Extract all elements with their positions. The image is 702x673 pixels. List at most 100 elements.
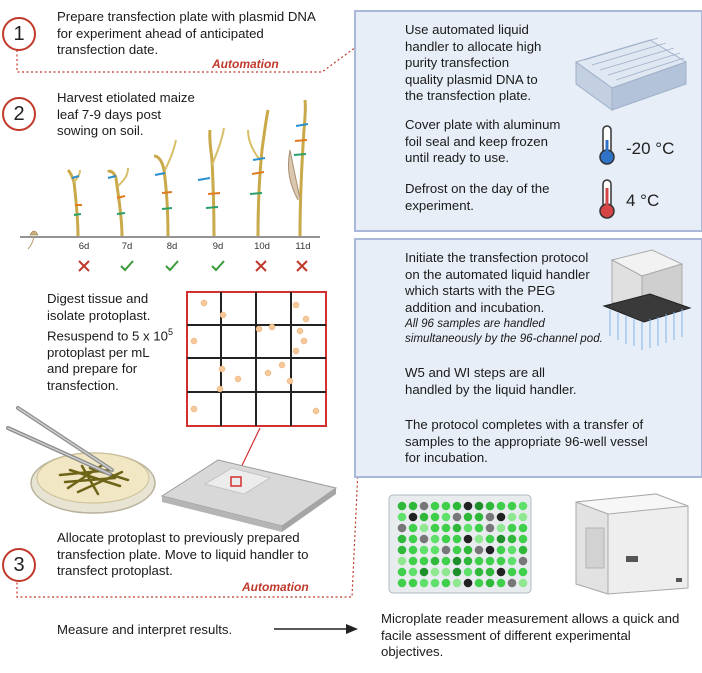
plate-well [397,567,407,577]
text-line: which starts with the PEG [405,283,556,298]
deep-well-plate-illustration [574,37,688,111]
day-label: 8d [166,241,178,252]
plate-well [485,501,495,511]
plate-well [496,578,506,588]
plate-well [485,534,495,544]
text-line: and prepare for [47,361,138,377]
plate-reader-instrument-illustration [575,493,689,595]
text-line: sowing on soil. [57,123,144,138]
text-line: until ready to use. [405,150,510,165]
plate-well [518,512,528,522]
plate-well [397,523,407,533]
plate-well [463,523,473,533]
plate-well [408,578,418,588]
cross-icon [255,260,267,272]
panel-bottom-text-1: Initiate the transfection protocol on th… [405,250,603,346]
text-line: on the automated liquid handler [405,266,590,282]
plate-well [518,534,528,544]
plate-well [507,501,517,511]
panel-bottom-text-2: W5 and WI steps are all handled by the l… [405,365,577,398]
plate-well [441,545,451,555]
plate-well [463,501,473,511]
plate-well [518,501,528,511]
text-line: leaf 7-9 days post [57,106,162,122]
cross-icon [296,260,308,272]
plate-well [474,534,484,544]
step-2-text: Harvest etiolated maize leaf 7-9 days po… [57,90,195,140]
text-segment: Resuspend to 5 x 10 [47,328,168,344]
text-line: isolate protoplast. [47,307,151,323]
plate-well [419,578,429,588]
text-line: handled by the liquid handler. [405,381,577,397]
text-line: Prepare transfection plate with plasmid … [57,9,316,24]
text-line: transfect protoplast. [57,563,173,578]
text-line: samples to the appropriate 96-well vesse… [405,433,648,449]
plate-well [474,501,484,511]
text-line: transfection plate. Move to liquid handl… [57,546,309,562]
plate-well [496,567,506,577]
plate-well [474,556,484,566]
plate-well [452,534,462,544]
text-line: Resuspend to 5 x 105 [47,324,173,345]
plate-well [408,567,418,577]
text-line: quality plasmid DNA to [405,71,538,87]
day-label: 9d [212,241,224,252]
automation-label-top: Automation [212,57,279,71]
plate-well [441,578,451,588]
thermometer-warm-icon [599,179,615,219]
plate-well [507,578,517,588]
plate-well [430,545,440,555]
temperature-cold: -20 °C [626,139,675,158]
plate-well [430,534,440,544]
plate-well [419,501,429,511]
microplate-96-well-illustration [388,494,532,594]
text-line: addition and incubation. [405,299,545,315]
plate-well [474,523,484,533]
plate-well [496,556,506,566]
plate-well [507,523,517,533]
plate-well [408,501,418,511]
digest-text: Digest tissue and isolate protoplast. Re… [47,291,173,394]
text-line: Harvest etiolated maize [57,90,195,105]
plate-well [419,523,429,533]
panel-top-text-3: Defrost on the day of the experiment. [405,181,549,214]
plate-well [397,578,407,588]
text-line: W5 and WI steps are all [405,365,545,380]
panel-top-text-2: Cover plate with aluminum foil seal and … [405,117,560,167]
plate-well [452,578,462,588]
text-line: for experiment ahead of anticipated [57,25,264,41]
plate-well [485,556,495,566]
plate-well [397,545,407,555]
text-line: Digest tissue and [47,291,149,306]
day-label: 10d [254,241,270,252]
text-line: Allocate protoplast to previously prepar… [57,530,300,545]
cross-icon [78,260,90,272]
plate-well [419,556,429,566]
plate-well [474,512,484,522]
plate-well [496,534,506,544]
superscript: 5 [167,327,173,337]
panel-bottom-text-3: The protocol completes with a transfer o… [405,417,648,467]
plate-well [419,567,429,577]
check-icon [120,260,134,272]
plate-well [408,545,418,555]
plate-well [485,512,495,522]
plate-well [430,523,440,533]
step-3-badge: 3 [2,548,36,582]
plate-well [496,545,506,555]
text-line: Defrost on the day of the [405,181,550,196]
step-1-text: Prepare transfection plate with plasmid … [57,9,316,59]
hemocytometer-grid [186,291,327,427]
plate-well [441,534,451,544]
text-line: experiment. [405,197,474,213]
thermometer-cold-icon [599,125,615,165]
plate-well [518,545,528,555]
plate-well [496,523,506,533]
plate-well [430,567,440,577]
text-line: the transfection plate. [405,88,532,103]
plate-well [507,512,517,522]
text-line: Microplate reader measurement allows a q… [381,611,680,626]
reader-text: Microplate reader measurement allows a q… [381,611,679,661]
panel-top-text-1: Use automated liquid handler to allocate… [405,22,541,105]
